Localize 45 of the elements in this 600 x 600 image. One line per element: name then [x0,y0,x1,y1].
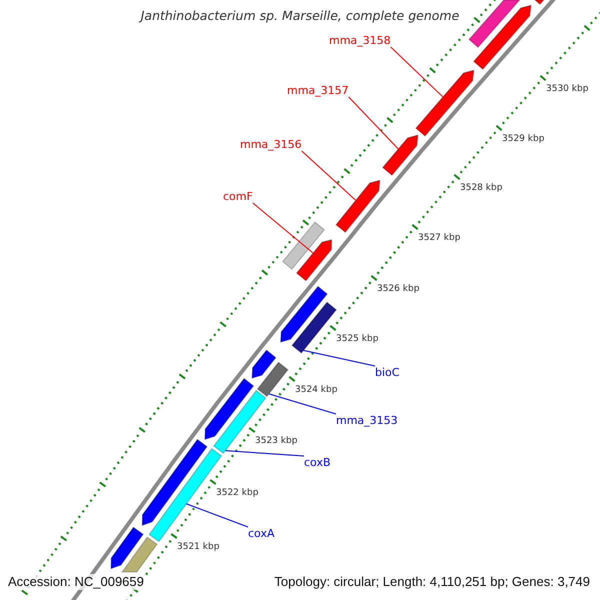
gene-block [204,378,254,440]
gene-block [142,438,208,526]
gene-label: mma_3158 [329,34,391,47]
gene-label: coxA [248,527,274,540]
gene-block [280,286,328,343]
gene-bar [291,302,337,354]
map-title: Janthinobacterium sp. Marseille, complete genome [140,8,460,23]
scale-label: 3530 kbp [546,84,588,95]
gene-block [335,180,380,233]
gene-label: coxB [304,456,330,469]
leader-line [348,96,399,150]
gene-block [534,0,545,5]
gene-label: mma_3156 [240,138,302,151]
scale-label: 3521 kbp [177,542,220,553]
scale-label: 3528 kbp [460,183,502,194]
accession-text: Accession: NC_009659 [8,574,144,590]
leader-line [390,46,444,98]
gene-label: mma_3157 [287,84,349,97]
gene-block [473,4,532,70]
scale-label: 3526 kbp [377,284,420,295]
scale-label: 3525 kbp [336,334,378,345]
gene-block [251,349,276,379]
gene-block [415,70,474,137]
leader-line [186,503,248,528]
leader-line [252,202,314,254]
gene-block [296,239,332,282]
gene-label: mma_3153 [336,414,398,427]
gene-label: comF [223,190,253,203]
leader-line [268,393,336,414]
genome-summary-text: Topology: circular; Length: 4,110,251 bp; Genes: 3,749 [274,574,590,590]
scale-label: 3529 kbp [502,134,544,145]
scale-label: 3524 kbp [295,385,338,396]
gene-bar [256,362,289,398]
leader-line [302,350,376,366]
gene-bar [468,0,521,48]
gene-block [382,134,418,176]
scale-label: 3527 kbp [418,233,460,244]
gene-label: bioC [375,366,400,379]
gene-block [110,526,144,570]
leader-line [224,450,304,456]
scale-label: 3522 kbp [216,488,258,499]
scale-label: 3523 kbp [255,436,298,447]
leader-line [301,150,356,201]
gene-bar [282,221,325,270]
gene-bar [121,536,158,572]
